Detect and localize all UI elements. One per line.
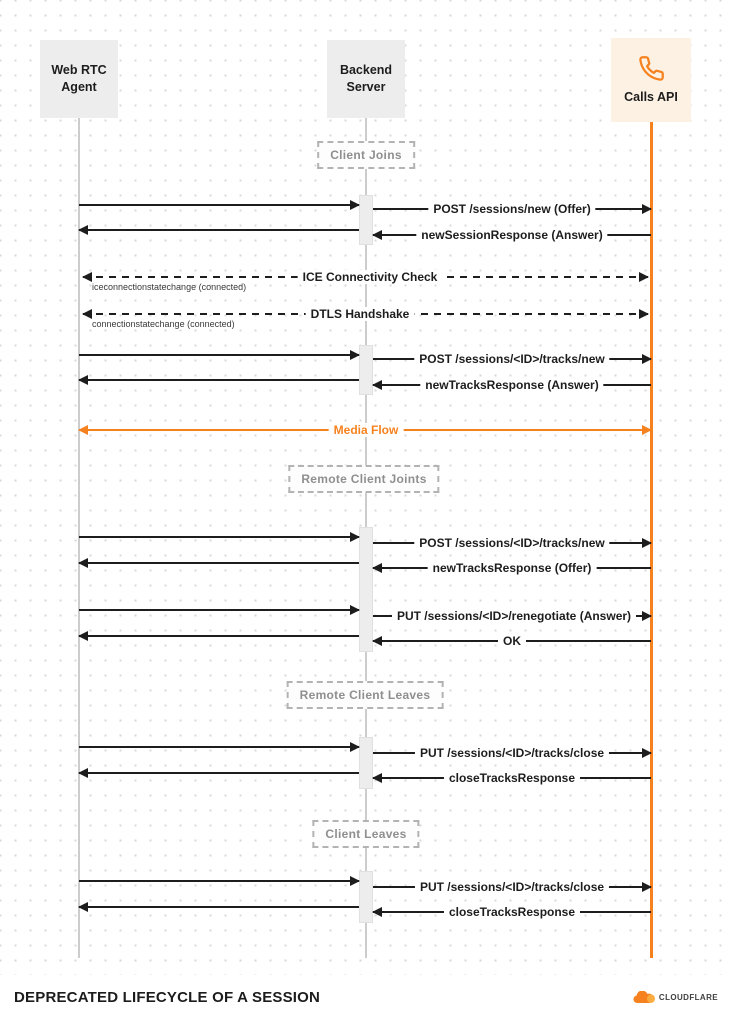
- message-label: closeTracksResponse: [443, 771, 581, 785]
- message-label: PUT /sessions/<ID>/tracks/close: [414, 880, 610, 894]
- activation-bar: [359, 195, 373, 245]
- message-arrow: [79, 605, 360, 615]
- message-note: iceconnectionstatechange (connected): [92, 282, 247, 292]
- message-label: OK: [498, 634, 526, 648]
- cloudflare-cloud-icon: [633, 990, 655, 1003]
- message-arrow: [78, 768, 359, 778]
- message-label: POST /sessions/<ID>/tracks/new: [414, 536, 610, 550]
- brand-label: CLOUDFLARE: [658, 992, 718, 1002]
- phone-icon: [638, 55, 664, 81]
- diagram-title: DEPRECATED LIFECYCLE OF A SESSION: [14, 988, 321, 1006]
- footer: DEPRECATED LIFECYCLE OF A SESSION CLOUDF…: [0, 975, 732, 1019]
- message-arrow: [79, 876, 360, 886]
- activation-bar: [359, 345, 373, 395]
- actor-calls-api: Calls API: [611, 38, 691, 122]
- actor-label: Agent: [61, 80, 97, 94]
- message-label: closeTracksResponse: [443, 905, 581, 919]
- message-label: POST /sessions/new (Offer): [428, 202, 596, 216]
- message-arrow: [79, 742, 360, 752]
- message-label: Media Flow: [328, 423, 404, 437]
- message-label: PUT /sessions/<ID>/tracks/close: [414, 746, 610, 760]
- actor-backend-server: Backend Server: [327, 40, 405, 118]
- message-arrow: [78, 558, 359, 568]
- activation-bar: [359, 737, 373, 789]
- activation-bar: [359, 871, 373, 923]
- section-remote-client-leaves: Remote Client Leaves: [286, 681, 444, 709]
- message-label: DTLS Handshake: [305, 307, 415, 321]
- message-label: newSessionResponse (Answer): [416, 228, 608, 242]
- actor-web-rtc-agent: Web RTC Agent: [40, 40, 118, 118]
- activation-bar: [359, 527, 373, 652]
- actor-label: Server: [346, 80, 386, 94]
- message-arrow: [78, 902, 359, 912]
- message-label: POST /sessions/<ID>/tracks/new: [414, 352, 610, 366]
- message-note: connectionstatechange (connected): [92, 319, 235, 329]
- section-remote-client-joints: Remote Client Joints: [288, 465, 440, 493]
- section-client-leaves: Client Leaves: [312, 820, 420, 848]
- message-arrow: [79, 350, 360, 360]
- message-label: ICE Connectivity Check: [297, 270, 443, 284]
- message-arrow: [78, 631, 359, 641]
- cloudflare-logo: CLOUDFLARE: [633, 990, 718, 1004]
- message-arrow: [79, 532, 360, 542]
- actor-label: Web RTC: [51, 63, 107, 78]
- message-label: newTracksResponse (Answer): [420, 378, 604, 392]
- message-label: newTracksResponse (Offer): [427, 561, 597, 575]
- actor-label: Calls API: [624, 89, 678, 104]
- message-label: PUT /sessions/<ID>/renegotiate (Answer): [391, 609, 637, 623]
- message-arrow: [79, 200, 360, 210]
- message-arrow: [78, 375, 359, 385]
- section-client-joins: Client Joins: [317, 141, 415, 169]
- actor-label: Backend: [339, 63, 393, 78]
- lifeline-web-rtc-agent: [78, 118, 80, 958]
- message-arrow: [78, 225, 359, 235]
